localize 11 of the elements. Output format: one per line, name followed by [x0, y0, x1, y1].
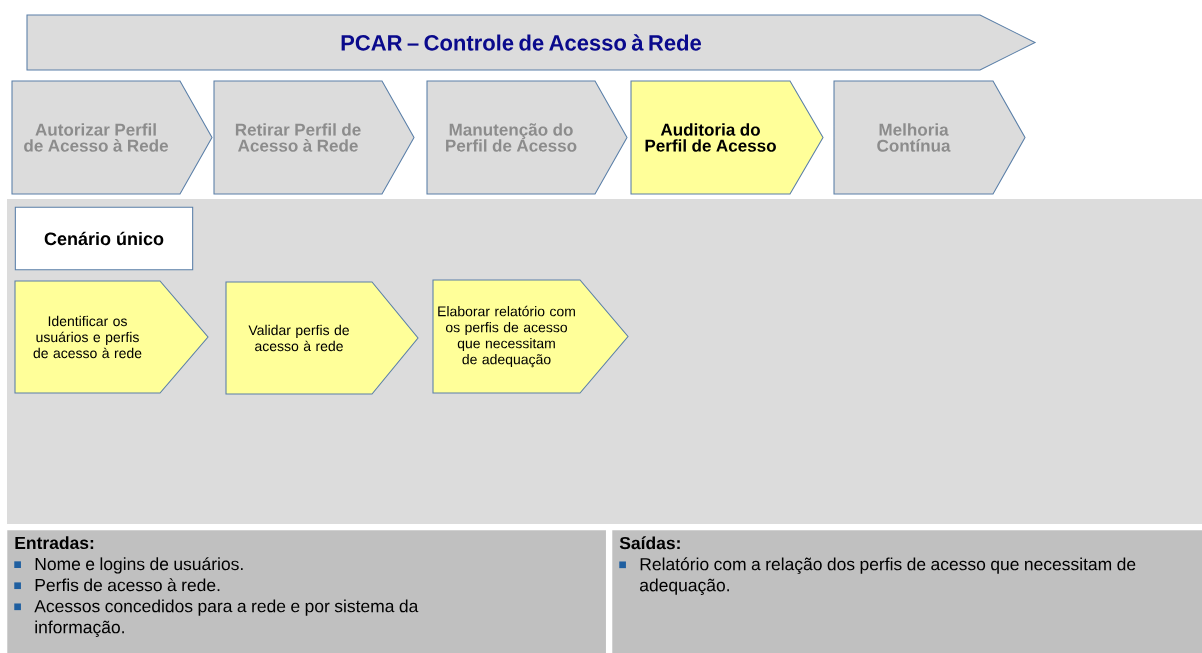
io-panel: Saídas: Relatório com a relação dos perfis de acesso que necessitam de adequação. — [612, 530, 1202, 653]
phase-box: Melhoria Contínua — [833, 80, 1026, 195]
step-box: Validar perfis de acesso à rede — [225, 281, 419, 395]
phase-box: Manutenção do Perfil de Acesso — [426, 80, 628, 195]
scenario-box: Cenário único — [14, 206, 194, 271]
io-panel: Entradas: Nome e logins de usuários. Perfis de acesso à rede. Acessos concedidos para a rede e por sistema da informação. — [7, 530, 606, 653]
phase-box: Autorizar Perfil de Acesso à Rede — [11, 80, 213, 195]
phase-box: Retirar Perfil de Acesso à Rede — [213, 80, 415, 195]
step-box: Identificar os usuários e perfis de acesso à rede — [14, 280, 209, 394]
phase-box: Auditoria do Perfil de Acesso — [630, 80, 824, 195]
step-box: Elaborar relatório com os perfis de acesso que necessitam de adequação — [432, 279, 629, 394]
